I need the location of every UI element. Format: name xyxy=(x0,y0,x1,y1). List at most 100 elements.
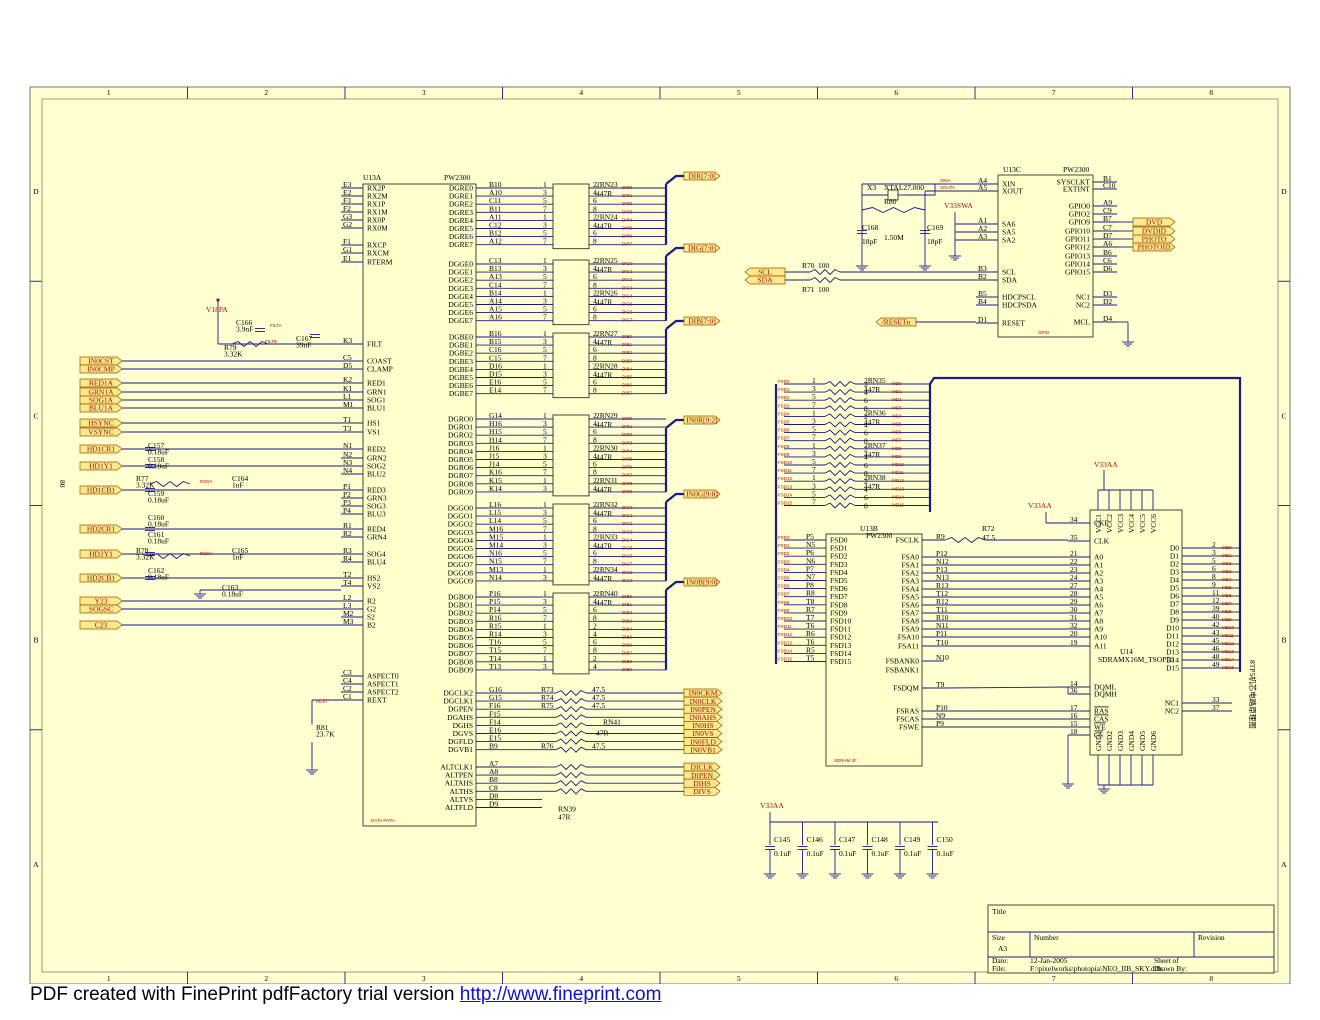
rn-pin: 5 xyxy=(543,378,547,387)
border-row-label: B xyxy=(33,636,38,645)
u13b-pin-number: R7 xyxy=(806,605,815,614)
fsd-net: FSD5 xyxy=(778,576,790,581)
rn-pin: 3 xyxy=(543,370,547,379)
passive-ref: C165 xyxy=(232,546,249,555)
passive-ref: C158 xyxy=(148,455,165,464)
u13a-pin-name: DGGE6 xyxy=(448,308,473,317)
rn-pin: 6 xyxy=(593,272,597,281)
rn-net: DIR6 xyxy=(622,465,633,470)
u14-pin-number: 37 xyxy=(1212,703,1220,712)
input-port: Y23 xyxy=(95,597,108,606)
rn-pin: 3 xyxy=(543,484,547,493)
footer-link[interactable]: http://www.fineprint.com xyxy=(459,984,662,1005)
u14-pin-number: 18 xyxy=(1070,727,1078,736)
passive-ref: C167 xyxy=(296,334,313,343)
u13a-pin-number: C3 xyxy=(343,668,352,677)
rn-value: 447R xyxy=(596,189,612,198)
ctrl-res-ref: R76 xyxy=(541,742,554,751)
passive-ref: C161 xyxy=(148,530,165,539)
passive-ref: R78 xyxy=(136,546,149,555)
fsd-rn-pin: 5 xyxy=(812,489,816,498)
rsda-resistor xyxy=(149,480,191,488)
u13b-pin-name: FSD3 xyxy=(830,560,848,569)
input-port: HD2CB1 xyxy=(87,574,116,583)
rn-pin: 1 xyxy=(543,256,547,265)
alt-port-shape xyxy=(683,778,721,788)
rn-pin: 3 xyxy=(543,188,547,197)
fsd-rn-resistor xyxy=(824,461,856,469)
u13a-pin-number: D15 xyxy=(489,370,502,379)
u13a-pin-name: ALTHS xyxy=(450,787,473,796)
u14-pin-number: 6 xyxy=(1212,564,1216,573)
u13a-pin-name: DGBE7 xyxy=(449,389,473,398)
u13b-pin-number: N5 xyxy=(806,540,815,549)
u13c-pin-number: D1 xyxy=(978,315,987,324)
u13a-pin-number: R1 xyxy=(343,521,352,530)
rn-ref: 2RN27 xyxy=(596,329,618,338)
u13b-pin-name: FSD2 xyxy=(830,552,848,561)
u13a-pin-name: G2 xyxy=(367,605,376,614)
u13a-pin-name: RXCM xyxy=(367,249,389,258)
xin-wire xyxy=(906,183,976,196)
u13a-body xyxy=(362,183,477,827)
u13a-pin-number: G2 xyxy=(343,220,352,229)
u13a-pin-name: DGRE3 xyxy=(449,208,473,217)
ctrl-port: IN0FLD xyxy=(690,737,716,746)
decap-ref: C145 xyxy=(774,835,791,844)
r72-ref: R72 xyxy=(982,524,995,533)
u13c-pin-name: GPIO13 xyxy=(1065,252,1090,261)
cke-power: V33AA xyxy=(1028,501,1052,510)
rn-net: DIG4 xyxy=(622,293,633,298)
fsd-rn-pin: 2 xyxy=(864,445,868,454)
u13c-pin-number: C7 xyxy=(1103,223,1112,232)
u13a-pin-name: RTERM xyxy=(367,258,393,267)
rn-pin: 2 xyxy=(593,212,597,221)
md-net: MD15 xyxy=(1222,665,1235,670)
u13b-pin-number: N6 xyxy=(806,556,815,565)
rext-net: REXT xyxy=(316,699,328,704)
u13a-pin-name: RXCP xyxy=(367,241,387,250)
u14-pin-name: D0 xyxy=(1170,544,1179,553)
u13a-pin-name: DGRO8 xyxy=(448,479,473,488)
fsd-rn-pin: 4 xyxy=(864,420,868,429)
u13b-pin-number: R9 xyxy=(936,532,945,541)
u13a-pin-name: VS2 xyxy=(367,582,381,591)
passive-value: 0.18uF xyxy=(148,537,169,546)
fsd-rn-pin: 7 xyxy=(812,400,816,409)
u13c-pin-name: GPIO10 xyxy=(1065,227,1090,236)
rn-pin: 2 xyxy=(593,589,597,598)
rn-net: DIR5 xyxy=(622,457,633,462)
md-net: MD15 xyxy=(892,503,905,508)
rn-net: DIR6 xyxy=(622,234,633,239)
alt-port-shape xyxy=(683,786,721,796)
u14-pin-number: 5 xyxy=(1212,556,1216,565)
u13c-pin-name: SYSCLKT xyxy=(1057,178,1091,187)
u14-part: SDRAMX16M_TSOP50 xyxy=(1098,655,1174,664)
u13a-pin-name: RX0M xyxy=(367,224,388,233)
u13b-pin-name: FSA6 xyxy=(901,601,919,610)
u13c-pin-name: NC2 xyxy=(1076,301,1090,310)
u13b-pin-number: T12 xyxy=(936,589,948,598)
u14-pin-number: 42 xyxy=(1212,620,1220,629)
rn-pin: 4 xyxy=(593,419,597,428)
rsda-resistor xyxy=(149,552,191,560)
rn-value: 447R xyxy=(596,485,612,494)
rn-pin: 5 xyxy=(543,605,547,614)
u14-gnd: GND1 xyxy=(1094,731,1103,751)
rn-pin: 4 xyxy=(593,297,597,306)
u13a-pin-number: L1 xyxy=(343,392,352,401)
ctrl-port-shape xyxy=(683,745,723,755)
rn-pin: 3 xyxy=(543,297,547,306)
ctrl-port-shape xyxy=(683,696,723,706)
fsd-rn-value: 447R xyxy=(864,450,880,459)
rn-pin: 2 xyxy=(593,288,597,297)
u14-pin-name: D12 xyxy=(1166,640,1179,649)
u13c-pin-name: GPIO11 xyxy=(1065,235,1090,244)
rn-pin: 2 xyxy=(593,500,597,509)
u14-pin-number: 28 xyxy=(1070,589,1078,598)
fsd-net: FSD7 xyxy=(778,592,790,597)
passive-ref: C160 xyxy=(148,513,165,522)
u13a-pin-name: HS1 xyxy=(367,419,381,428)
rn-pin: 7 xyxy=(543,646,547,655)
u13b-pin-number: R12 xyxy=(936,597,949,606)
